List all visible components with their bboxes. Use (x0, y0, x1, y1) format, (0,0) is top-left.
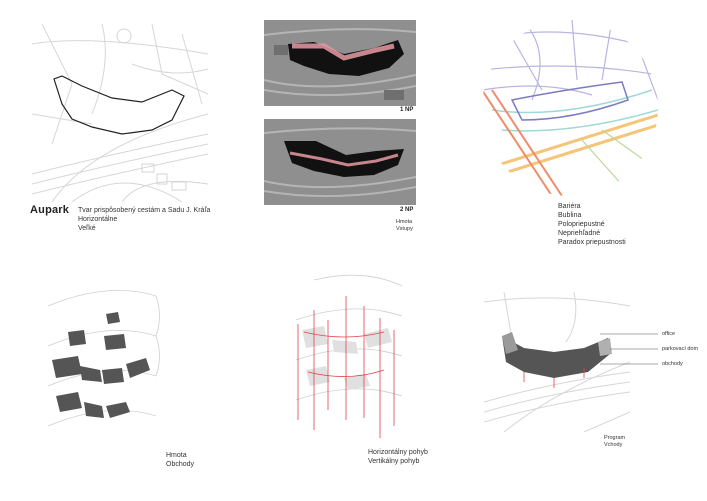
panel4-caption: Hmota Obchody (166, 451, 194, 469)
panel3-list-item: Nepriehľadné (558, 230, 601, 237)
label-parking: parkovací dom (662, 346, 699, 352)
site-plan-outline (32, 24, 208, 202)
panel6-caption-line: Program (604, 435, 626, 441)
panel3-list-item: Polopriepustné (558, 221, 605, 228)
leader-lines (600, 330, 660, 370)
aerial-photo-2np (264, 119, 416, 205)
panel1-desc-line: Horizontálne (78, 216, 118, 223)
panel5-caption-line: Vertikálny pohyb (368, 458, 420, 465)
panel3-list-item: Bariéra (558, 203, 581, 210)
program-site-plan (484, 292, 630, 432)
aupark-outline-path (53, 75, 185, 135)
panel5-caption-line: Horizontálny pohyb (368, 449, 428, 456)
label-shops: obchody (662, 361, 683, 367)
panel4-caption-line: Obchody (166, 461, 195, 468)
panel2-caption-line: Hmota (396, 219, 413, 225)
permeability-circle-map (482, 20, 658, 196)
axonometric-shops (38, 286, 168, 434)
panel1-desc-line: Tvar prispôsobený cestám a Sadu J. Kráľa (78, 207, 211, 214)
panel3-list-item: Paradox priepustnosti (558, 239, 626, 246)
panel2-caption-line: Vstupy (396, 226, 413, 232)
panel2-caption: Hmota Vstupy (396, 219, 413, 233)
panel6-caption: Program Vchody (604, 435, 625, 449)
label-1np: 1 NP (400, 107, 414, 113)
panel6-labels: office parkovací dom obchody (662, 331, 698, 368)
label-office: office (662, 331, 676, 337)
panel1-desc-line: Veľké (78, 225, 96, 232)
label-2np: 2 NP (400, 207, 414, 213)
panel5-caption: Horizontálny pohyb Vertikálny pohyb (368, 448, 428, 466)
panel3-list-item: Bublina (558, 212, 582, 219)
panel6-caption-line: Vchody (604, 442, 623, 448)
axonometric-movement (284, 270, 416, 438)
panel3-list: Bariéra Bublina Polopriepustné Nepriehľa… (558, 202, 626, 247)
aerial-photo-1np (264, 20, 416, 106)
panel1-title: Aupark (30, 204, 70, 216)
panel4-caption-line: Hmota (166, 452, 187, 459)
panel1-description: Tvar prispôsobený cestám a Sadu J. Kráľa… (78, 206, 210, 233)
